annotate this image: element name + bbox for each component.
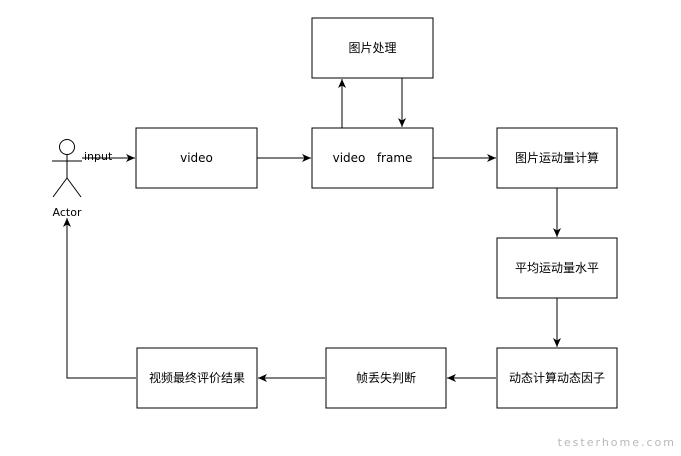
node-avg-motion-level[interactable]: 平均运动量水平 [496,237,618,299]
actor-label: Actor [53,206,82,219]
actor-head [59,139,75,155]
node-dynamic-factor-calc[interactable]: 动态计算动态因子 [496,347,618,409]
node-video[interactable]: video [135,127,258,189]
node-dynamic-factor-calc-box [496,347,618,409]
node-avg-motion-level-label: 平均运动量水平 [515,261,599,275]
node-image-motion-calc-label: 图片运动量计算 [515,150,599,165]
actor-left-leg [52,177,68,198]
node-video-frame-label: video frame [333,151,413,165]
edge-final-to-actor [63,218,136,379]
actor-figure[interactable] [52,139,82,198]
node-video-frame[interactable]: video frame [311,127,434,189]
node-image-motion-calc[interactable]: 图片运动量计算 [496,127,618,189]
node-frame-drop-judgment-box [325,347,447,409]
node-image-processing[interactable]: 图片处理 [311,17,434,79]
node-image-processing-box [311,17,434,79]
edge-label-input: input [84,150,113,163]
node-avg-motion-level-box [496,237,618,299]
node-frame-drop-judgment-label: 帧丢失判断 [356,370,416,385]
node-video-label: video [180,151,213,165]
node-image-processing-label: 图片处理 [348,41,396,55]
node-dynamic-factor-calc-label: 动态计算动态因子 [509,370,605,385]
node-video-box [135,127,258,189]
actor-right-leg [66,177,82,198]
node-final-video-evaluation[interactable]: 视频最终评价结果 [136,347,258,409]
node-image-motion-calc-box [496,127,618,189]
watermark-text: testerhome.com [558,436,676,449]
node-final-video-evaluation-label: 视频最终评价结果 [149,370,245,385]
node-frame-drop-judgment[interactable]: 帧丢失判断 [325,347,447,409]
node-final-video-evaluation-box [136,347,258,409]
node-video-frame-box [311,127,434,189]
